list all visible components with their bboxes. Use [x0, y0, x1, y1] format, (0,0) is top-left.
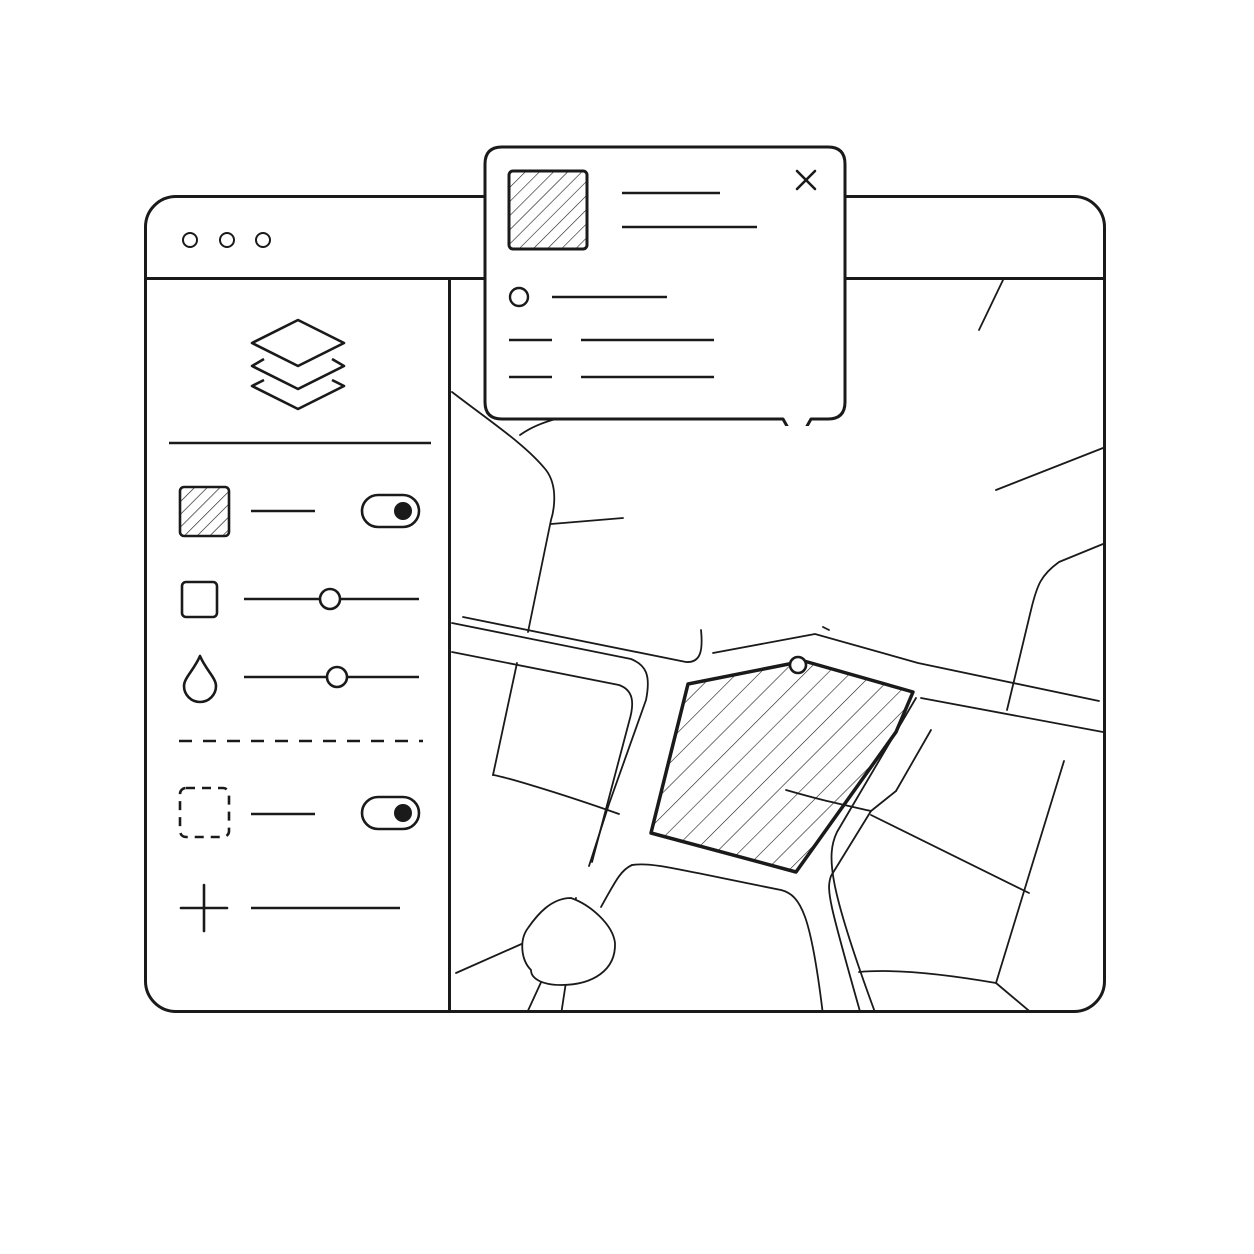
hatched-thumbnail-icon [507, 169, 589, 251]
window-control-dot-3[interactable] [255, 232, 271, 248]
sidebar-drawing [169, 318, 431, 933]
window-control-dot-2[interactable] [219, 232, 235, 248]
map-drawing [451, 280, 1103, 1010]
roundabout [521, 897, 616, 986]
layers-sidebar [147, 280, 451, 1010]
fill-slider[interactable] [244, 665, 419, 689]
circle-icon [508, 286, 530, 308]
hatched-square-icon [178, 485, 231, 538]
popup-drawing [483, 145, 847, 426]
add-layer-button[interactable] [179, 883, 400, 933]
slider-thumb[interactable] [318, 587, 342, 611]
layer-toggle-1[interactable] [360, 493, 421, 529]
map-view[interactable] [451, 280, 1103, 1010]
layer-row-1[interactable] [178, 485, 421, 538]
close-icon[interactable] [795, 169, 817, 191]
window-control-dot-1[interactable] [182, 232, 198, 248]
dashed-square-icon [178, 786, 231, 839]
layer-toggle-2[interactable] [360, 795, 421, 831]
layer-row-2 [180, 580, 419, 619]
slider-thumb[interactable] [325, 665, 349, 689]
marker-dot-icon[interactable] [788, 655, 808, 675]
droplet-icon [182, 654, 218, 704]
plus-icon [179, 883, 229, 933]
square-outline-icon [180, 580, 219, 619]
layer-row-3 [182, 654, 419, 704]
opacity-slider[interactable] [244, 587, 419, 611]
layers-icon [250, 318, 346, 411]
layer-row-4[interactable] [178, 786, 421, 839]
feature-popup [482, 144, 848, 426]
